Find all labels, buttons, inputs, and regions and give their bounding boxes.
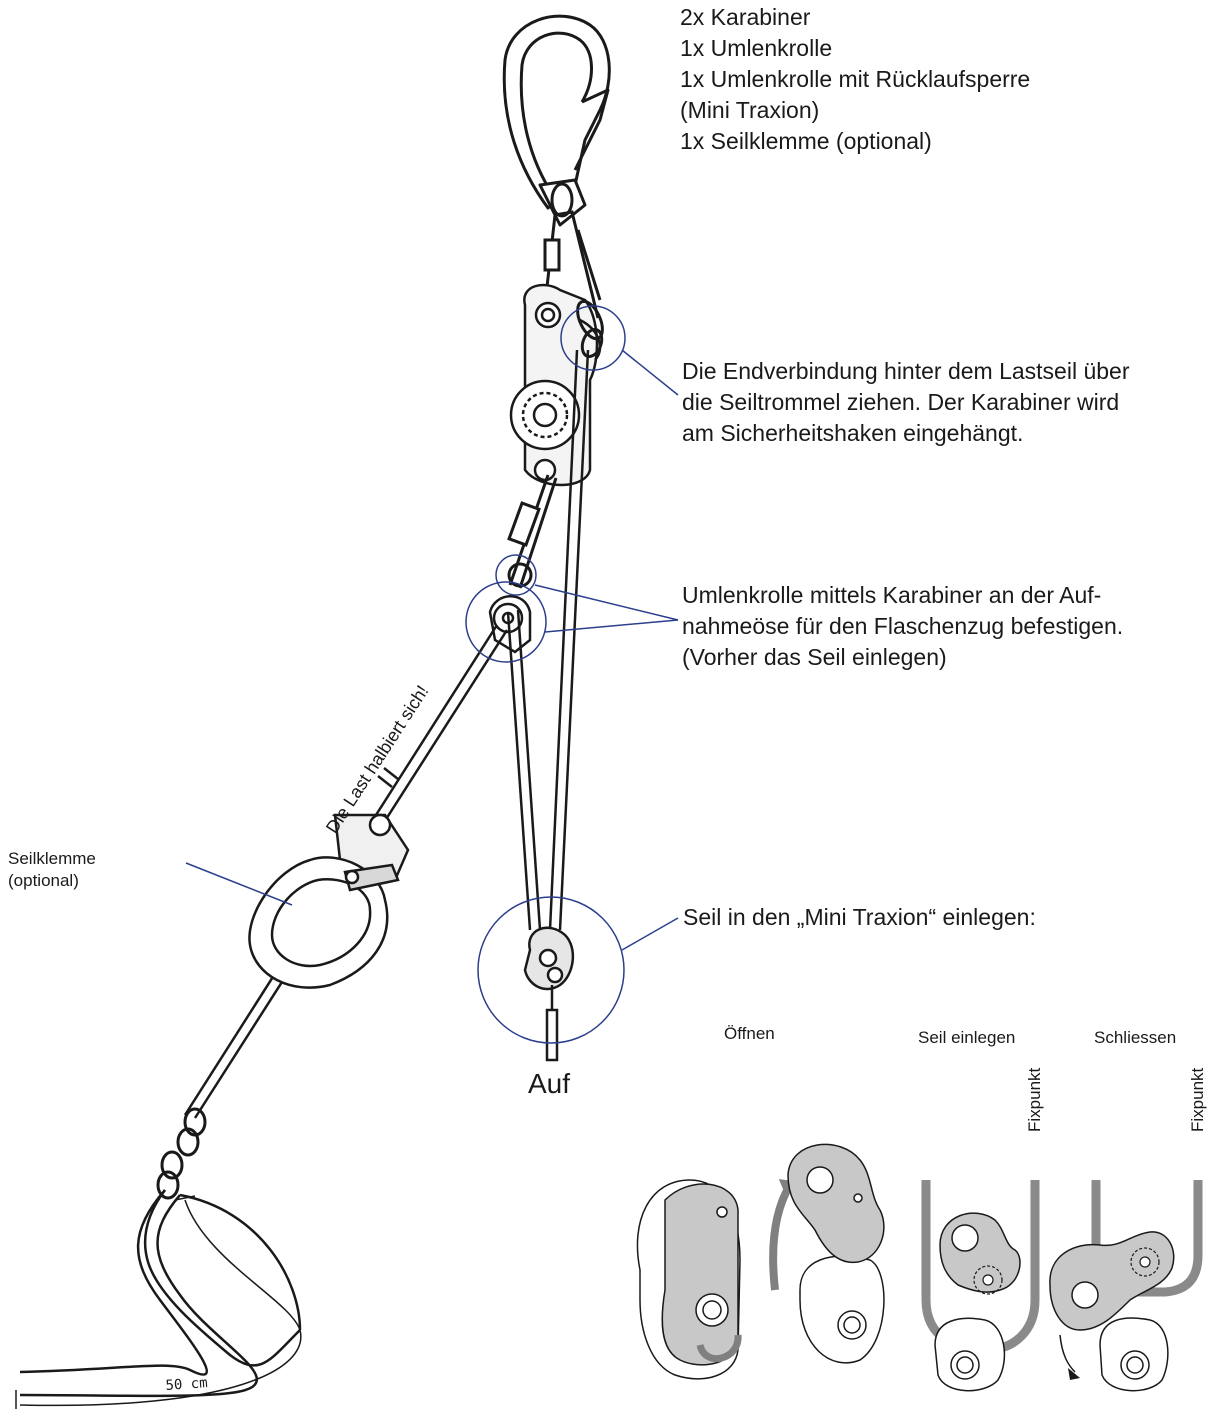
- callout-line: am Sicherheitshaken eingehängt.: [682, 418, 1130, 449]
- fixpunkt-label-insert: Fixpunkt: [1025, 1068, 1045, 1132]
- callout-line: die Seiltrommel ziehen. Der Karabiner wi…: [682, 387, 1130, 418]
- callout-line: Seilklemme: [8, 848, 96, 870]
- rope-loop: [20, 1190, 300, 1396]
- callout-end-connection-text: Die Endverbindung hinter dem Lastseil üb…: [682, 356, 1130, 449]
- callout-mini-traxion-text: Seil in den „Mini Traxion“ einlegen:: [683, 902, 1036, 933]
- measurement-label: 50 cm: [165, 1375, 208, 1394]
- auf-label: Auf: [528, 1068, 570, 1099]
- parts-list-item: 2x Karabiner: [680, 2, 1030, 33]
- callout-line: nahmeöse für den Flaschenzug befestigen.: [682, 611, 1123, 642]
- fixpunkt-label-close: Fixpunkt: [1188, 1068, 1208, 1132]
- parts-list-item: 1x Umlenkrolle: [680, 33, 1030, 64]
- callout-line: Die Endverbindung hinter dem Lastseil üb…: [682, 356, 1130, 387]
- step-insert-illustration: [926, 1180, 1035, 1391]
- parts-list-item: 1x Umlenkrolle mit Rücklaufsperre: [680, 64, 1030, 95]
- measurement-arc: [16, 1196, 301, 1409]
- step-close-label: Schliessen: [1094, 1028, 1176, 1048]
- callout-pulley-text: Umlenkrolle mittels Karabiner an der Auf…: [682, 580, 1123, 673]
- lower-carabiner: [509, 475, 556, 588]
- step-open-illustration: [637, 1144, 883, 1378]
- step-insert-label: Seil einlegen: [918, 1028, 1015, 1048]
- callout-rope-clamp-text: Seilklemme (optional): [8, 848, 96, 892]
- parts-list: 2x Karabiner 1x Umlenkrolle 1x Umlenkrol…: [680, 2, 1030, 157]
- step-close-illustration: [1050, 1180, 1198, 1391]
- callout-line: Umlenkrolle mittels Karabiner an der Auf…: [682, 580, 1123, 611]
- step-open-label: Öffnen: [724, 1024, 775, 1044]
- callout-line: (optional): [8, 870, 96, 892]
- parts-list-item: (Mini Traxion): [680, 95, 1030, 126]
- bottom-links: [158, 1109, 205, 1198]
- callout-line: (Vorher das Seil einlegen): [682, 642, 1123, 673]
- parts-list-item: 1x Seilklemme (optional): [680, 126, 1030, 157]
- snap-hook: [504, 16, 609, 225]
- rope-clamp: [249, 815, 408, 988]
